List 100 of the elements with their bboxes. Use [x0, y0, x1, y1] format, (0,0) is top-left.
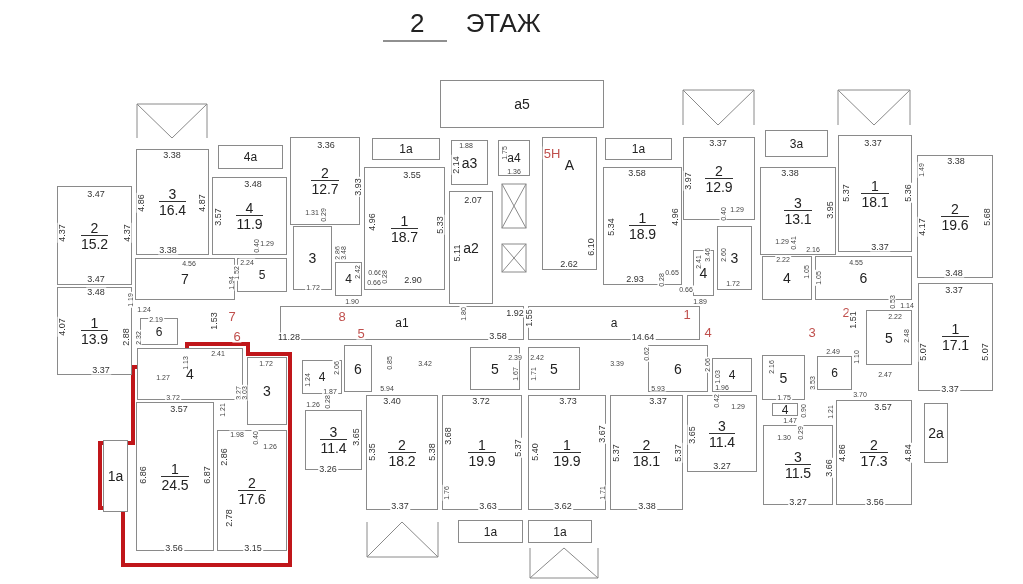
- room-area: 11.4: [320, 439, 347, 455]
- dimension-label: 3.72: [471, 396, 491, 406]
- room-area: 12.7: [311, 180, 339, 196]
- room-number: 1: [871, 178, 879, 193]
- section-number: 5Н: [542, 146, 562, 160]
- dimension-label: 3.37: [863, 138, 883, 148]
- room-outline: [470, 347, 520, 390]
- room-number: 4а: [243, 151, 258, 163]
- dimension-label: 3.58: [488, 331, 508, 341]
- room-area: 17.6: [238, 489, 266, 506]
- room-number: 2: [321, 166, 329, 180]
- dimension-label: 4.37: [57, 223, 67, 243]
- dimension-label: 2.90: [403, 275, 423, 285]
- room-outline: [57, 186, 132, 285]
- dimension-label: 3.47: [86, 274, 106, 284]
- dimension-label: 3.47: [86, 189, 106, 199]
- room-outline: [528, 306, 700, 340]
- room-outline: [763, 425, 833, 505]
- dimension-label: 4.86: [136, 193, 146, 213]
- room-outline: [217, 430, 287, 551]
- room-area: 18.1: [632, 451, 661, 468]
- room-number: 1: [400, 213, 409, 228]
- dimension-label: 1.53: [209, 311, 219, 331]
- dimension-label: 3.65: [687, 425, 697, 445]
- room-outline: [605, 138, 672, 160]
- dimension-label: 3.62: [553, 501, 573, 511]
- room-number: 3: [730, 251, 739, 265]
- dimension-label: 2.62: [559, 259, 579, 269]
- dimension-label: 3.38: [637, 501, 657, 511]
- room-outline: [687, 395, 757, 472]
- dimension-label: 5.35: [367, 442, 377, 462]
- section-number: 8: [337, 309, 347, 323]
- room-area: 16.4: [158, 201, 187, 217]
- room-number: 1а: [107, 469, 124, 483]
- room-number: 3а: [789, 137, 804, 150]
- room-number: 5: [779, 370, 788, 385]
- room-number: 6: [674, 361, 682, 376]
- room-number: 5: [550, 361, 558, 376]
- dimension-label: 3.58: [627, 168, 647, 178]
- room-outline: [366, 395, 438, 510]
- room-number: 4: [245, 201, 254, 215]
- room-number: 3: [329, 425, 338, 439]
- room-outline: [918, 283, 993, 391]
- dimension-label: 4.87: [197, 193, 207, 213]
- room-outline: [140, 318, 178, 345]
- room-outline: [542, 137, 597, 270]
- room-outline: [440, 80, 604, 128]
- dimension-label: 3.37: [648, 396, 668, 406]
- dimension-label: 5.07: [980, 342, 990, 362]
- room-number: 1: [638, 211, 647, 225]
- room-area: 18.9: [628, 225, 657, 241]
- dimension-label: 3.40: [382, 396, 402, 406]
- room-outline: [498, 140, 530, 176]
- room-number: 1а: [631, 143, 646, 155]
- dimension-label: 2.88: [121, 327, 131, 347]
- dimension-label: 2.78: [224, 508, 234, 528]
- room-area: 11.5: [784, 464, 812, 480]
- dimension-label: 4.17: [917, 217, 927, 237]
- room-outline: [302, 360, 342, 394]
- dimension-label: 3.37: [940, 384, 960, 394]
- dimension-label: 3.37: [390, 501, 410, 511]
- room-number: 4: [318, 371, 326, 383]
- dimension-label: 5.34: [606, 217, 616, 237]
- room-area: 13.1: [784, 210, 812, 226]
- dimension-label: 3.93: [353, 177, 363, 197]
- dimension-label: 5.37: [611, 443, 621, 463]
- dimension-label: 3.15: [243, 543, 263, 553]
- dimension-label: 5.40: [530, 442, 540, 462]
- room-number: 2: [90, 220, 99, 235]
- section-number: 5: [356, 326, 366, 340]
- room-number: 3: [794, 196, 802, 210]
- section-number: 6: [232, 329, 242, 343]
- room-number: 2: [951, 201, 959, 216]
- dimension-label: 3.37: [870, 242, 890, 252]
- dimension-label: 3.97: [683, 171, 693, 191]
- room-outline: [648, 345, 708, 392]
- room-number: а4: [507, 152, 521, 164]
- dimension-label: 5.38: [427, 442, 437, 462]
- room-outline: [603, 167, 682, 285]
- room-number: 3: [794, 450, 802, 464]
- room-outline: [528, 520, 592, 543]
- room-outline: [451, 140, 488, 185]
- dimension-label: 3.38: [946, 156, 966, 166]
- room-area: 24.5: [161, 475, 189, 492]
- dimension-label: 3.55: [402, 170, 422, 180]
- room-number: 4: [781, 403, 789, 416]
- dimension-label: 3.66: [824, 458, 834, 478]
- dimension-label: 3.27: [712, 461, 732, 471]
- dimension-label: 4.84: [903, 443, 913, 463]
- dimension-label: 3.56: [865, 497, 885, 507]
- dimension-label: 3.26: [318, 464, 338, 474]
- dimension-label: 3.48: [86, 287, 106, 297]
- room-outline: [290, 137, 360, 225]
- dimension-label: 3.48: [243, 179, 263, 189]
- room-outline: [364, 167, 445, 290]
- dimension-label: 3.37: [91, 365, 111, 375]
- room-outline: [528, 347, 580, 390]
- room-number: 3: [308, 251, 317, 265]
- room-number: 5: [885, 330, 893, 345]
- room-outline: [765, 130, 828, 157]
